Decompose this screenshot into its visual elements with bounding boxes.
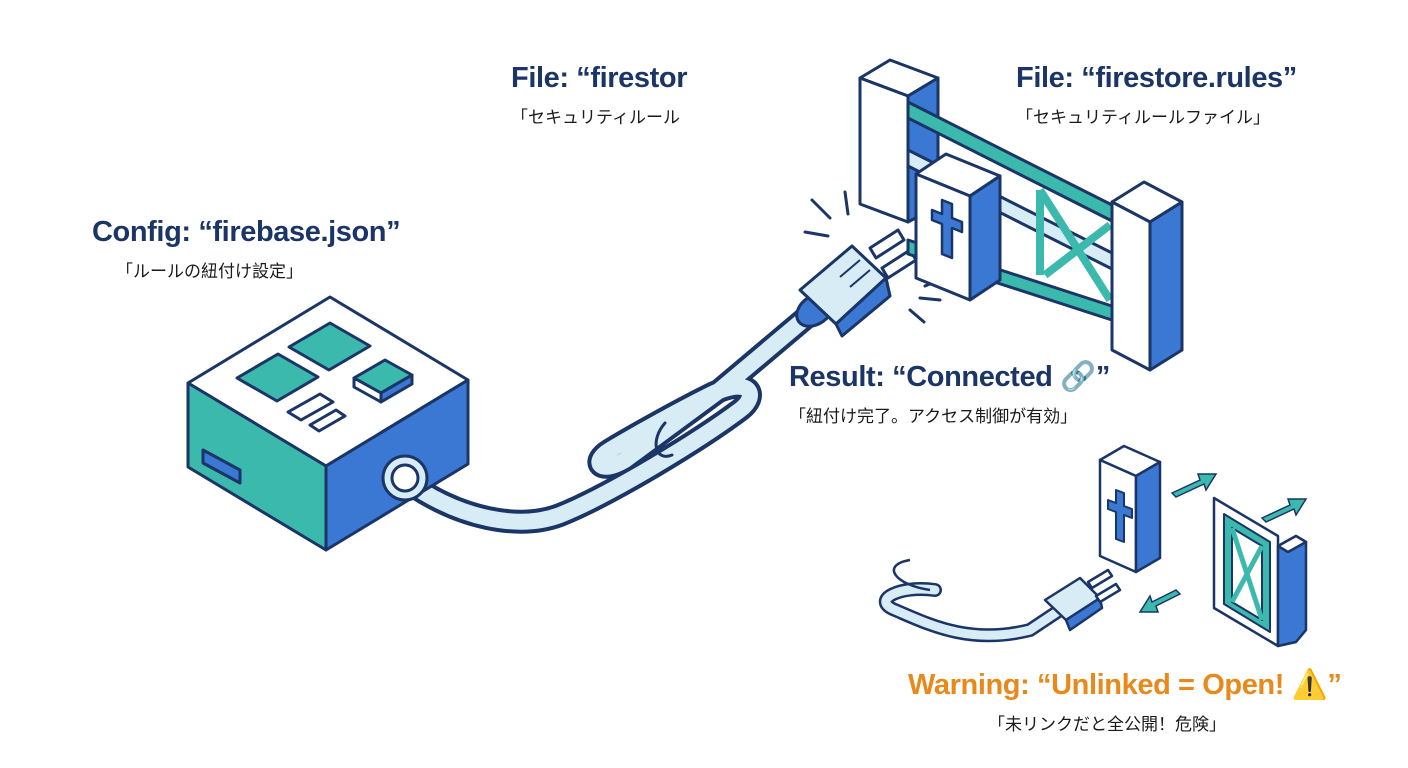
unlinked-scene bbox=[878, 444, 1308, 648]
file-subtitle: 「セキュリティルールファイル」 bbox=[1016, 108, 1270, 128]
warning-title: Warning: “Unlinked = Open! ⚠️” bbox=[908, 669, 1342, 701]
file-partial-subtitle: 「セキュリティルール bbox=[511, 108, 680, 128]
cable bbox=[393, 298, 827, 534]
result-subtitle: 「紐付け完了。アクセス制御が有効」 bbox=[789, 407, 1078, 427]
result-label: Result: “Connected 🔗” 「紐付け完了。アクセス制御が有効」 bbox=[789, 360, 1110, 427]
config-label: Config: “firebase.json” 「ルールの紐付け設定」 bbox=[92, 216, 401, 282]
warning-subtitle: 「未リンクだと全公開！危険」 bbox=[988, 715, 1226, 735]
result-title: Result: “Connected 🔗” bbox=[789, 361, 1110, 393]
config-box bbox=[186, 295, 470, 552]
plug bbox=[795, 228, 918, 338]
warning-label: Warning: “Unlinked = Open! ⚠️” 「未リンクだと全公… bbox=[908, 668, 1342, 735]
file-partial-title: File: “firestor bbox=[511, 62, 688, 94]
file-label: File: “firestore.rules” 「セキュリティルールファイル」 bbox=[1016, 62, 1297, 128]
file-title: File: “firestore.rules” bbox=[1016, 62, 1297, 94]
config-title: Config: “firebase.json” bbox=[92, 216, 401, 248]
config-subtitle: 「ルールの紐付け設定」 bbox=[116, 262, 303, 282]
separation-arrows bbox=[1138, 473, 1308, 613]
file-label-partial: File: “firestor 「セキュリティルール bbox=[511, 62, 706, 128]
gate bbox=[858, 58, 1184, 372]
